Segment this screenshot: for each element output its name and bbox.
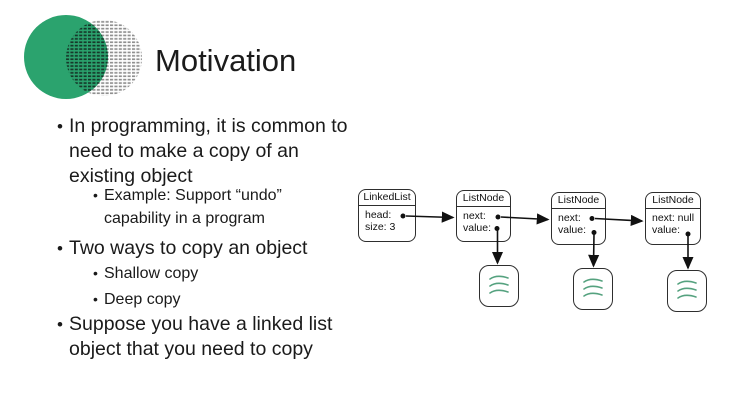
field-next: next: null — [652, 212, 695, 224]
bullet-text: Shallow copy — [104, 265, 199, 282]
bullet-text: Suppose you have a linked list object th… — [69, 313, 333, 360]
bullet-marker: • — [57, 315, 63, 334]
bullet-item: • Deep copy — [93, 288, 181, 311]
linkedlist-box-title: LinkedList — [359, 190, 415, 206]
field-value: value: — [558, 224, 587, 236]
bullet-text: Example: Support “undo” capability in a … — [104, 187, 282, 227]
bullet-marker: • — [93, 265, 98, 281]
listnode-box-title: ListNode — [457, 191, 510, 207]
scribble-icon — [677, 280, 697, 299]
bullet-item: • Suppose you have a linked list object … — [57, 312, 332, 362]
bullet-item: • Shallow copy — [93, 262, 198, 285]
page-title: Motivation — [155, 43, 297, 78]
listnode-box-title: ListNode — [552, 193, 605, 209]
listnode-box-1: ListNode next: value: — [456, 190, 511, 242]
bullet-item: • Two ways to copy an object — [57, 236, 307, 261]
field-size: size: 3 — [365, 221, 396, 233]
bullet-item: • In programming, it is common to need t… — [57, 114, 348, 189]
bullet-marker: • — [93, 291, 98, 307]
field-head: head: — [365, 209, 392, 221]
linkedlist-box: LinkedList head: size: 3 — [358, 189, 416, 242]
scribble-icon — [489, 275, 509, 294]
scribble-icon — [583, 278, 603, 297]
field-next: next: — [558, 212, 581, 224]
bullet-text: Two ways to copy an object — [69, 237, 308, 259]
value-object-box-1 — [479, 265, 519, 307]
listnode-box-2: ListNode next: value: — [551, 192, 606, 245]
field-value: value: — [463, 222, 492, 234]
bullet-marker: • — [57, 239, 63, 258]
value-object-box-2 — [573, 268, 613, 310]
listnode-box-3: ListNode next: null value: — [645, 192, 701, 245]
bullet-marker: • — [57, 117, 63, 136]
bullet-marker: • — [93, 187, 98, 203]
bullet-item: • Example: Support “undo” capability in … — [93, 184, 282, 230]
value-object-box-3 — [667, 270, 707, 312]
listnode-box-title: ListNode — [646, 193, 700, 209]
brand-logo-icon — [24, 15, 142, 99]
bullet-text: Deep copy — [104, 291, 181, 308]
field-next: next: — [463, 210, 486, 222]
field-value: value: — [652, 224, 681, 236]
bullet-text: In programming, it is common to need to … — [69, 115, 348, 187]
